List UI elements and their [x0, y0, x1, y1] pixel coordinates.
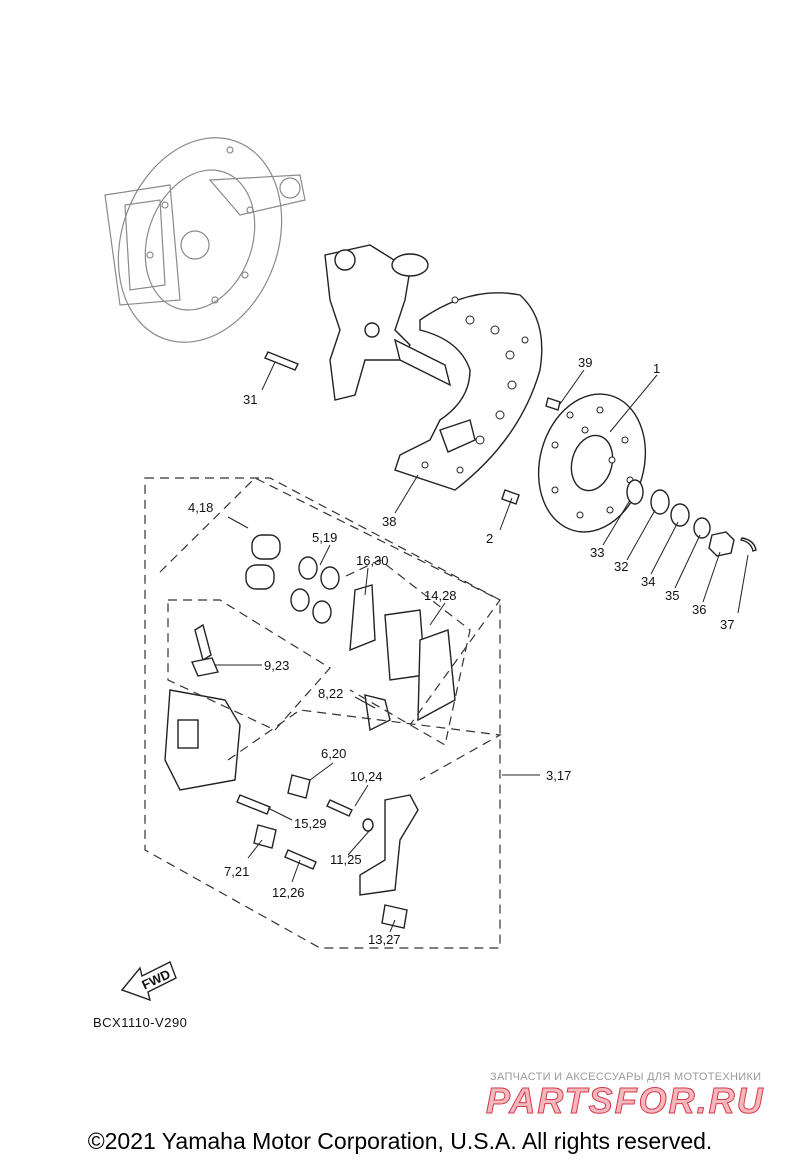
- forward-arrow-icon: FWD: [120, 961, 177, 1002]
- watermark-caption: ЗАПЧАСТИ И АКСЕССУАРЫ ДЛЯ МОТОТЕХНИКИ: [490, 1071, 762, 1083]
- watermark-brand: PARTSFOR.RU: [486, 1080, 765, 1122]
- leader-lines: [215, 361, 749, 933]
- callout-12-26: 12,26: [272, 885, 305, 900]
- callout-36: 36: [692, 602, 706, 617]
- callout-8-22: 8,22: [318, 686, 343, 701]
- brake-disc-illustration: [537, 393, 647, 533]
- callout-4-18: 4,18: [188, 500, 213, 515]
- copyright-notice: ©2021 Yamaha Motor Corporation, U.S.A. A…: [87, 1128, 713, 1154]
- callout-16-30: 16,30: [356, 553, 389, 568]
- callout-6-20: 6,20: [321, 746, 346, 761]
- callout-33: 33: [590, 545, 604, 560]
- hub-hardware-illustration: [264, 351, 757, 557]
- callout-10-24: 10,24: [350, 769, 383, 784]
- callout-9-23: 9,23: [264, 658, 289, 673]
- reference-assembly-illustration: [104, 137, 306, 343]
- callout-31: 31: [243, 392, 257, 407]
- callout-13-27: 13,27: [368, 932, 401, 947]
- callout-labels: 1 39 31 2 38 4,18 5,19 16,30 14,28 9,23 …: [188, 355, 734, 947]
- callout-5-19: 5,19: [312, 530, 337, 545]
- callout-7-21: 7,21: [224, 864, 249, 879]
- callout-32: 32: [614, 559, 628, 574]
- callout-11-25: 11,25: [330, 852, 362, 867]
- callout-2: 2: [486, 531, 493, 546]
- steering-knuckle-illustration: [324, 244, 452, 401]
- callout-39: 39: [578, 355, 592, 370]
- callout-1: 1: [653, 361, 660, 376]
- diagram-code: BCX1110-V290: [93, 1015, 188, 1030]
- assembly-boundaries: [144, 477, 502, 949]
- dust-shield-illustration: [394, 292, 543, 491]
- callout-38: 38: [382, 514, 396, 529]
- callout-35: 35: [665, 588, 679, 603]
- callout-14-28: 14,28: [424, 588, 457, 603]
- callout-37: 37: [720, 617, 734, 632]
- caliper-parts-illustration: [164, 534, 456, 929]
- callout-15-29: 15,29: [294, 816, 327, 831]
- callout-34: 34: [641, 574, 655, 589]
- callout-3-17: 3,17: [546, 768, 571, 783]
